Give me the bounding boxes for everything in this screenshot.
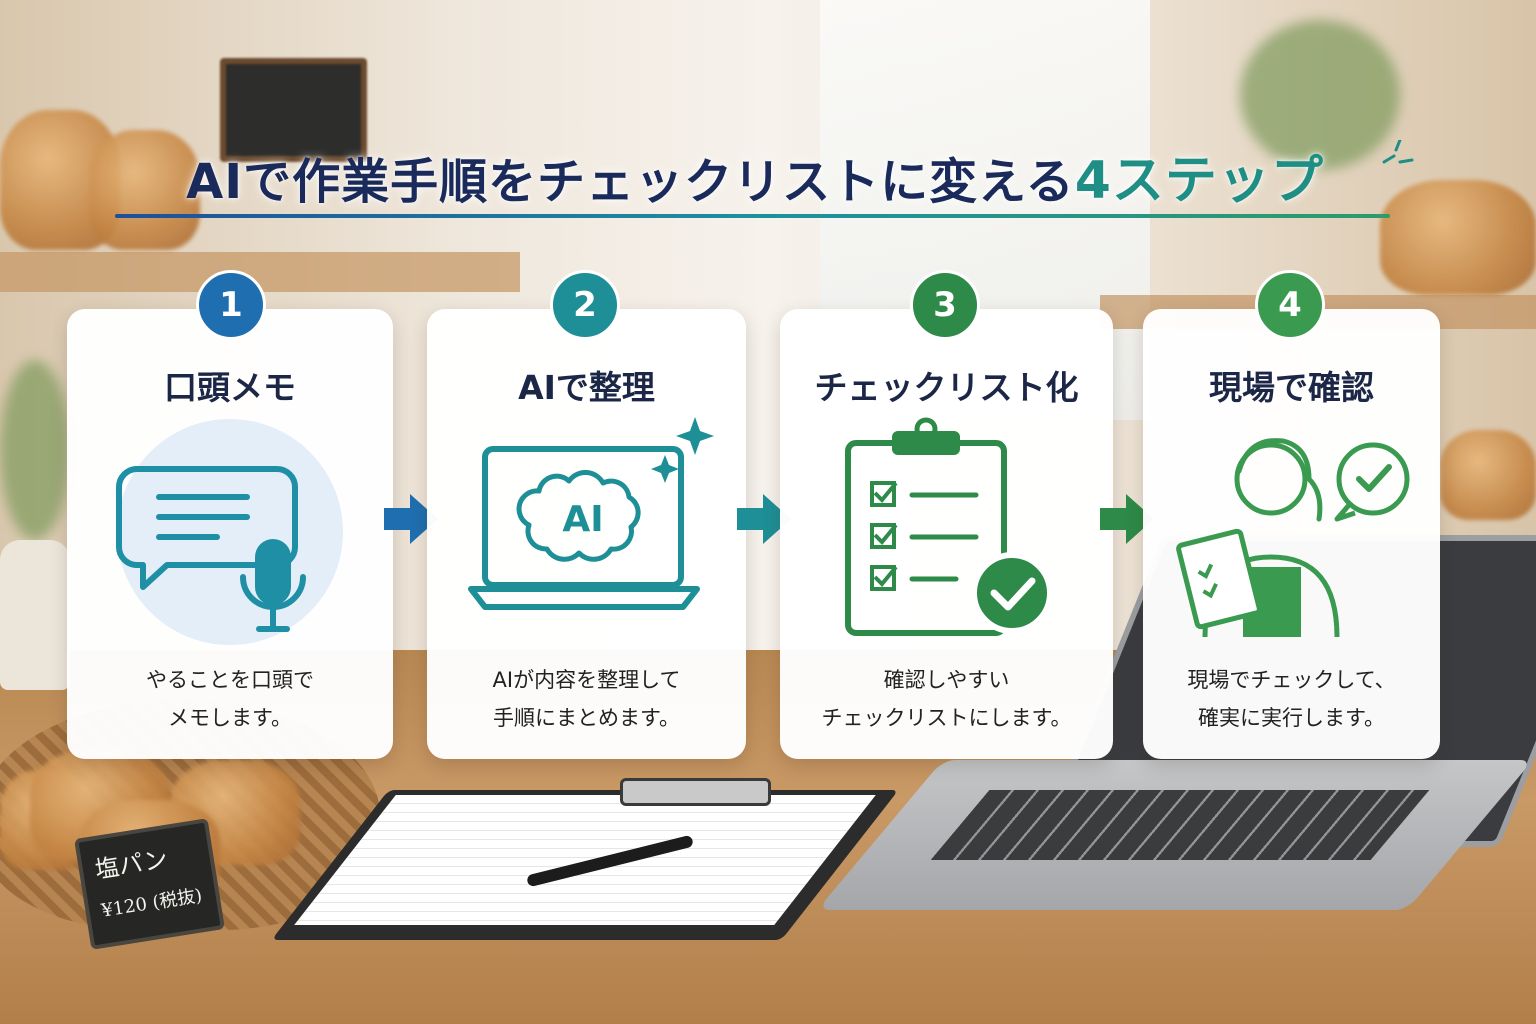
step-badge-3: 3 <box>910 270 980 340</box>
arrow-right-icon <box>1100 494 1154 544</box>
step-desc-line2: メモします。 <box>168 706 292 730</box>
arrow-right-icon <box>384 494 438 544</box>
ai-icon-label: AI <box>562 499 603 540</box>
arrow-right-icon <box>737 494 791 544</box>
step-badge-2: 2 <box>550 270 620 340</box>
clipboard-clip <box>620 778 771 806</box>
step-description: AIが内容を整理して 手順にまとめます。 <box>427 661 746 737</box>
bread-loaf <box>1380 180 1536 295</box>
clipboard-checklist-icon <box>845 417 1053 636</box>
step-desc-line1: 確認しやすい <box>883 668 1010 692</box>
sparkle-lines-icon <box>1382 140 1414 164</box>
page-title: AIで作業手順をチェックリストに変える4ステップ <box>115 138 1395 218</box>
step-card-1: 口頭メモ やることを口頭で メモします。 <box>67 309 393 759</box>
step-description: 確認しやすい チェックリストにします。 <box>780 661 1113 737</box>
price-tag: 塩パン ¥120 (税抜) <box>74 818 225 950</box>
bread-loaf <box>90 130 200 250</box>
step-title: チェックリスト化 <box>814 368 1079 407</box>
plant <box>1240 20 1400 170</box>
speech-bubble-microphone-icon <box>116 419 343 645</box>
step-desc-line1: 現場でチェックして、 <box>1187 668 1396 692</box>
price-tag-name: 塩パン <box>93 845 170 885</box>
step-card-3: チェックリスト化 確認しやすい チェックリストにします。 <box>780 309 1113 759</box>
step-desc-line1: AIが内容を整理して <box>492 668 681 692</box>
worker-checking-clipboard-icon <box>1176 438 1410 638</box>
step-title: 口頭メモ <box>164 368 296 407</box>
step-title: AIで整理 <box>518 368 655 407</box>
step-card-2: AIで整理 AI AIが内容を整理して 手順にまとめます。 <box>427 309 746 759</box>
step-description: 現場でチェックして、 確実に実行します。 <box>1143 661 1440 737</box>
step-description: やることを口頭で メモします。 <box>67 661 393 737</box>
laptop-ai-brain-icon: AI <box>468 417 714 610</box>
step-desc-line2: 確実に実行します。 <box>1198 706 1385 730</box>
step-badge-4: 4 <box>1255 270 1325 340</box>
vase <box>0 540 70 690</box>
bread-loaf <box>1440 430 1536 520</box>
step-desc-line1: やることを口頭で <box>146 668 314 692</box>
price-tag-price: ¥120 (税抜) <box>100 885 204 922</box>
step-desc-line2: チェックリストにします。 <box>821 706 1072 730</box>
plant <box>0 360 70 540</box>
chalkboard-sign <box>220 58 367 162</box>
step-title: 現場で確認 <box>1209 368 1374 407</box>
step-card-4: 現場で確認 現場でチェックして、 確実に実行します。 <box>1143 309 1440 759</box>
title-accent: 4ステップ <box>1074 151 1324 211</box>
laptop-keyboard <box>930 790 1430 860</box>
step-badge-1: 1 <box>196 270 266 340</box>
title-underline <box>115 214 1390 218</box>
step-desc-line2: 手順にまとめます。 <box>493 706 680 730</box>
title-main: AIで作業手順をチェックリストに変える <box>186 154 1075 210</box>
